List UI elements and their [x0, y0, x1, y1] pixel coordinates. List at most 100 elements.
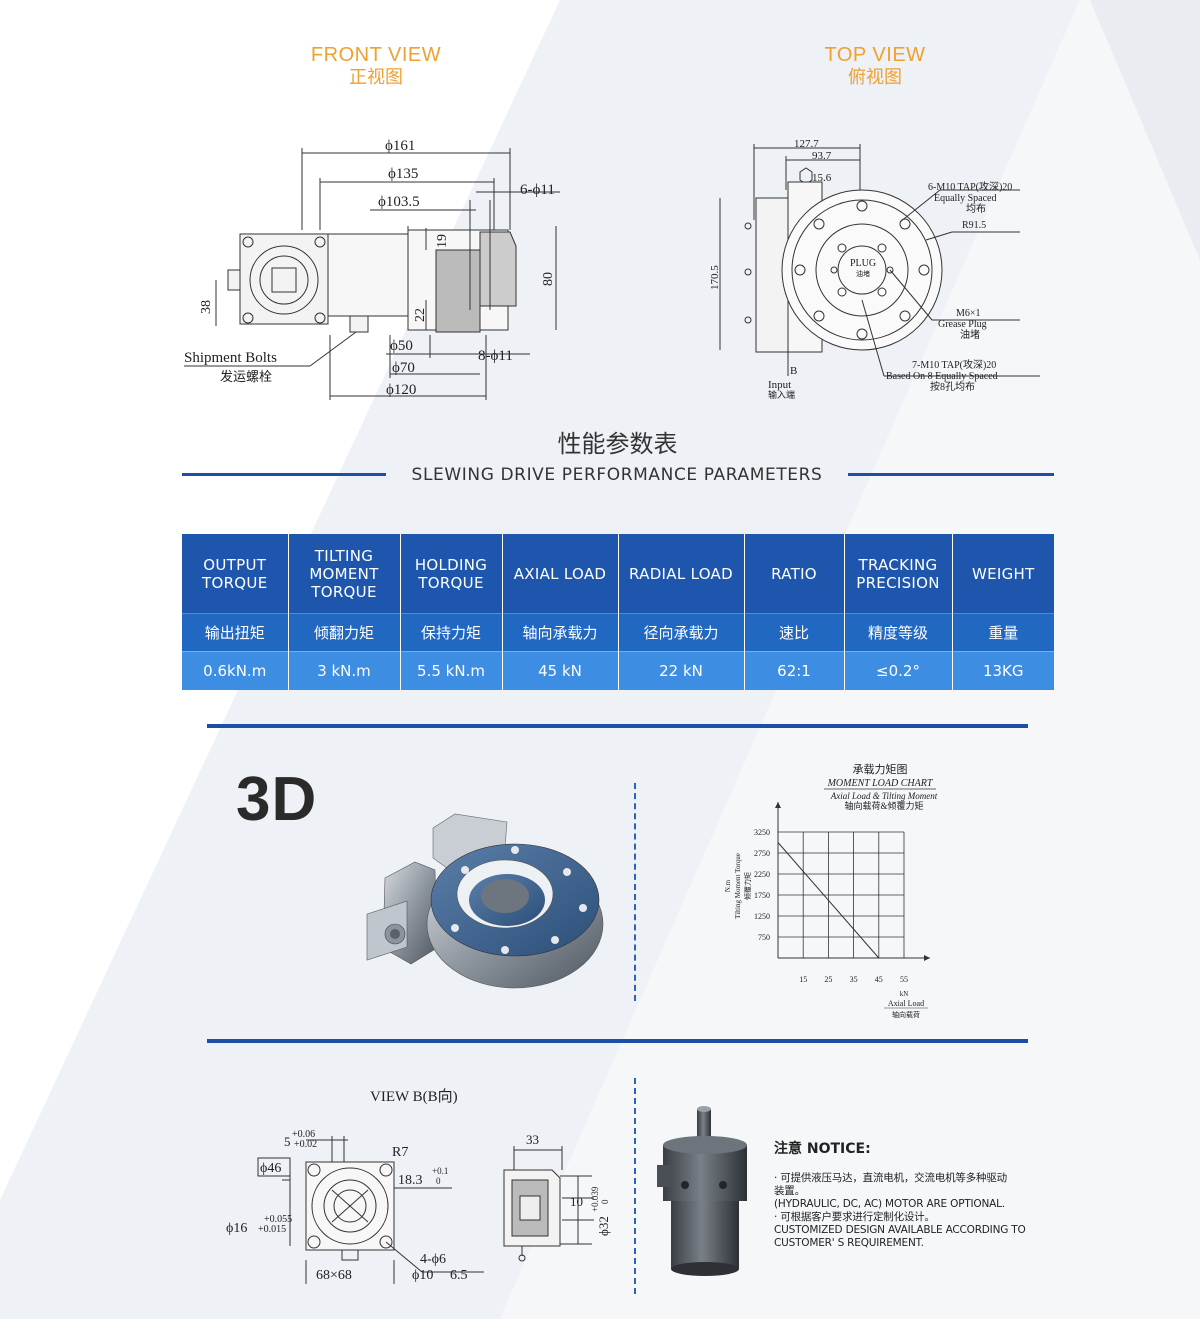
values-row: 0.6kN.m 3 kN.m 5.5 kN.m 45 kN 22 kN 62:1… [182, 651, 1054, 690]
dim-five: 5 [284, 1134, 291, 1149]
label-3d: 3D [236, 765, 318, 834]
dim-tol4: +0.039 [590, 1186, 600, 1212]
slewing-drive-3d-render [366, 813, 604, 989]
input-label-zh: 输入端 [768, 389, 795, 400]
dim-h80: 80 [541, 272, 556, 286]
chart-grid [778, 831, 905, 958]
chart-y-arrow [775, 802, 781, 808]
value-cell: 22 kN [618, 651, 745, 690]
header-zh-cell: 精度等级 [844, 613, 953, 652]
chart-y-tick-label: 1750 [754, 891, 770, 900]
dim-d120: ϕ120 [386, 382, 416, 398]
header-zh-cell: 倾翻力矩 [288, 613, 401, 652]
header-zh-cell: 输出扭矩 [182, 613, 289, 652]
value-cell: ≤0.2° [844, 651, 953, 690]
chart-x-arrow [924, 955, 930, 961]
notice-line: 装置。 [774, 1185, 805, 1197]
dim-10: 10 [570, 1194, 583, 1209]
chart-x-tick-label: 45 [875, 975, 883, 984]
dim-tol4b: 0 [600, 1199, 610, 1204]
header-weight: WEIGHT [952, 534, 1054, 614]
note-m6-a: M6×1 [956, 308, 981, 319]
header-axial-load: AXIAL LOAD [502, 534, 619, 614]
chart-subtitle3: 轴向载荷&倾覆力矩 [844, 800, 923, 811]
dim-h38: 38 [199, 300, 214, 314]
header-zh-cell: 速比 [744, 613, 845, 652]
top-view-title-zh: 俯视图 [848, 67, 902, 87]
top-view-drawing: 127.7 93.7 15.6 170.5 PLUG 油堵 B Input 输入… [709, 138, 1040, 400]
dim-d103-5: ϕ103.5 [378, 194, 420, 210]
value-cell: 45 kN [502, 651, 619, 690]
notice-line: · 可根据客户要求进行定制化设计。 [774, 1211, 935, 1223]
note-m10b-b: Based On 8 Equally Spaced [886, 371, 998, 382]
chart-xlabel-en: Axial Load [888, 999, 924, 1008]
dim-d32: ϕ32 [596, 1216, 611, 1236]
view-b-title: VIEW B(B向) [370, 1088, 458, 1105]
dim-d50: ϕ50 [390, 338, 413, 354]
note-m10b-a: 7-M10 TAP(攻深)20 [912, 358, 996, 371]
moment-load-chart: 承载力矩图 MOMENT LOAD CHART Axial Load & Til… [724, 763, 938, 1019]
chart-y-tick-label: 1250 [754, 912, 770, 921]
value-cell: 13KG [952, 651, 1054, 690]
notice-line: (HYDRAULIC, DC, AC) MOTOR ARE OPTIONAL. [774, 1198, 1005, 1210]
dim-127-7: 127.7 [794, 138, 819, 150]
dashed-separator-1 [634, 783, 636, 1001]
dim-tol1b: +0.02 [294, 1139, 317, 1150]
chart-ylabel-en: Tilting Moment Torque [734, 853, 742, 919]
dim-d135: ϕ135 [388, 166, 418, 182]
header-zh-cell: 保持力矩 [400, 613, 503, 652]
note-m6-b: Grease Plug [938, 319, 987, 330]
perf-title-zh: 性能参数表 [557, 430, 678, 458]
header-zh-cell: 重量 [952, 613, 1054, 652]
note-m10-b: Equally Spaced [934, 193, 996, 204]
dim-d70: ϕ70 [392, 360, 415, 376]
perf-title-rule-right [848, 473, 1054, 476]
dim-33: 33 [526, 1132, 539, 1147]
front-view-title-en: FRONT VIEW [310, 44, 442, 66]
note-m10b-c: 按8孔均布 [930, 380, 975, 393]
chart-xlabel-unit: kN [900, 990, 909, 998]
value-cell: 0.6kN.m [182, 651, 289, 690]
chart-axes [777, 802, 930, 959]
dim-tol3b: +0.015 [258, 1224, 286, 1235]
chart-ylabel-zh: 倾覆力矩 [743, 872, 752, 900]
notice-line: CUSTOMIZED DESIGN AVAILABLE ACCORDING TO [774, 1224, 1026, 1236]
dashed-separator-2 [634, 1078, 636, 1294]
dim-hex: 15.6 [812, 172, 832, 184]
chart-x-tick-label: 15 [799, 975, 807, 984]
value-cell: 62:1 [744, 651, 845, 690]
input-label: Input [768, 379, 791, 391]
dim-holes4: 4-ϕ6 [420, 1252, 446, 1267]
value-cell: 3 kN.m [288, 651, 401, 690]
note-m6-c: 油堵 [960, 328, 980, 341]
notice-title: 注意 NOTICE: [774, 1141, 871, 1157]
perf-title-en: SLEWING DRIVE PERFORMANCE PARAMETERS [411, 465, 823, 485]
notice-block: 注意 NOTICE: · 可提供液压马达，直流电机，交流电机等多种驱动 装置。 … [774, 1138, 1044, 1250]
front-view-drawing: ϕ161 ϕ135 ϕ103.5 6-ϕ11 19 80 38 22 ϕ50 8… [184, 138, 560, 400]
chart-series-line [777, 842, 880, 959]
notice-line: CUSTOMER' S REQUIREMENT. [774, 1237, 924, 1249]
shipment-bolts-label-zh: 发运螺栓 [220, 369, 272, 384]
top-view-title: TOP VIEW 俯视图 [775, 44, 975, 88]
value-cell: 5.5 kN.m [400, 651, 503, 690]
dim-holes6: 6-ϕ11 [520, 182, 555, 198]
dim-18-3: 18.3 [398, 1173, 423, 1188]
chart-x-tick-label: 35 [850, 975, 858, 984]
dim-counterbore: ϕ10 [412, 1268, 433, 1283]
dim-d46: ϕ46 [260, 1161, 281, 1176]
dim-h22: 22 [413, 308, 428, 322]
dim-tol2: +0.1 [432, 1166, 448, 1176]
dim-170-5: 170.5 [709, 265, 721, 290]
chart-y-tick-label: 3250 [754, 828, 770, 837]
note-m10-a: 6-M10 TAP(攻深)20 [928, 180, 1012, 193]
chart-ylabel-unit: N.m [724, 879, 732, 892]
front-view-title: FRONT VIEW 正视图 [276, 44, 476, 88]
dim-68x68: 68×68 [316, 1268, 352, 1283]
plug-label-zh: 油堵 [856, 269, 870, 278]
dim-counterbore-depth: 6.5 [450, 1268, 468, 1283]
